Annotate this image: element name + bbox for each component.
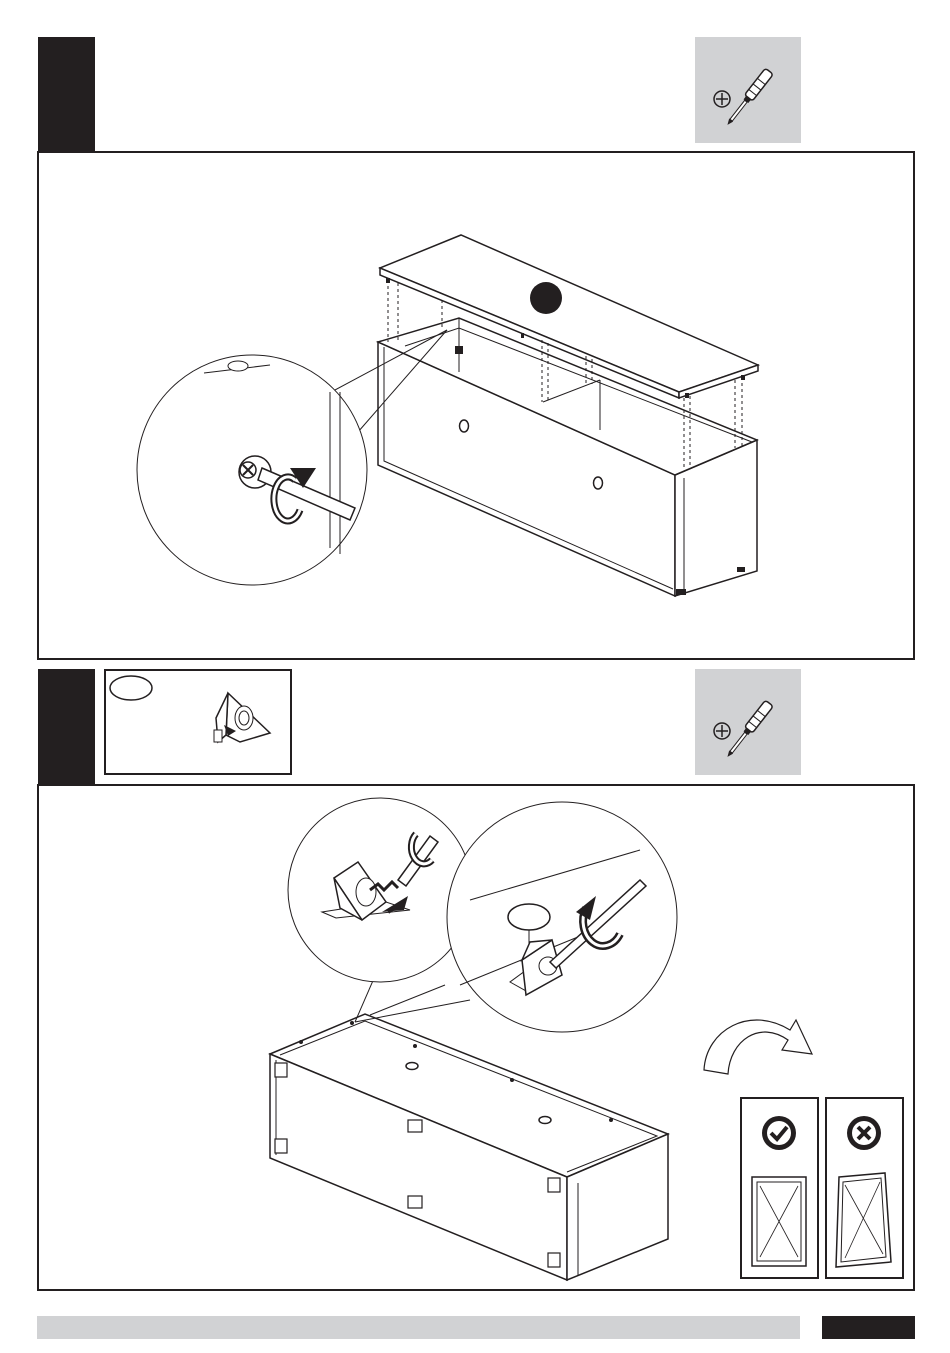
footer-bar	[37, 1316, 800, 1339]
step-2-panel	[37, 784, 915, 1291]
filled-circle-marker	[530, 282, 562, 314]
bracket-screw-detail	[288, 798, 472, 982]
step-1-panel	[37, 151, 915, 660]
cam-lock-tightening-detail	[137, 355, 367, 585]
step-1-illustration	[39, 153, 913, 658]
bracket-mounting-detail	[447, 802, 677, 1032]
step-2-parts-box	[104, 669, 292, 775]
step-2-illustration	[39, 786, 913, 1289]
page-number-block	[822, 1316, 915, 1339]
flip-arrow-icon	[704, 1020, 812, 1074]
phillips-screwdriver-icon	[695, 37, 801, 143]
step-1-tool-box	[695, 37, 801, 143]
incorrect-cross-icon	[826, 1098, 903, 1278]
corner-bracket-icon	[106, 671, 290, 773]
phillips-screwdriver-icon	[695, 669, 801, 775]
correct-check-icon	[741, 1098, 818, 1278]
step-2-tool-box	[695, 669, 801, 775]
